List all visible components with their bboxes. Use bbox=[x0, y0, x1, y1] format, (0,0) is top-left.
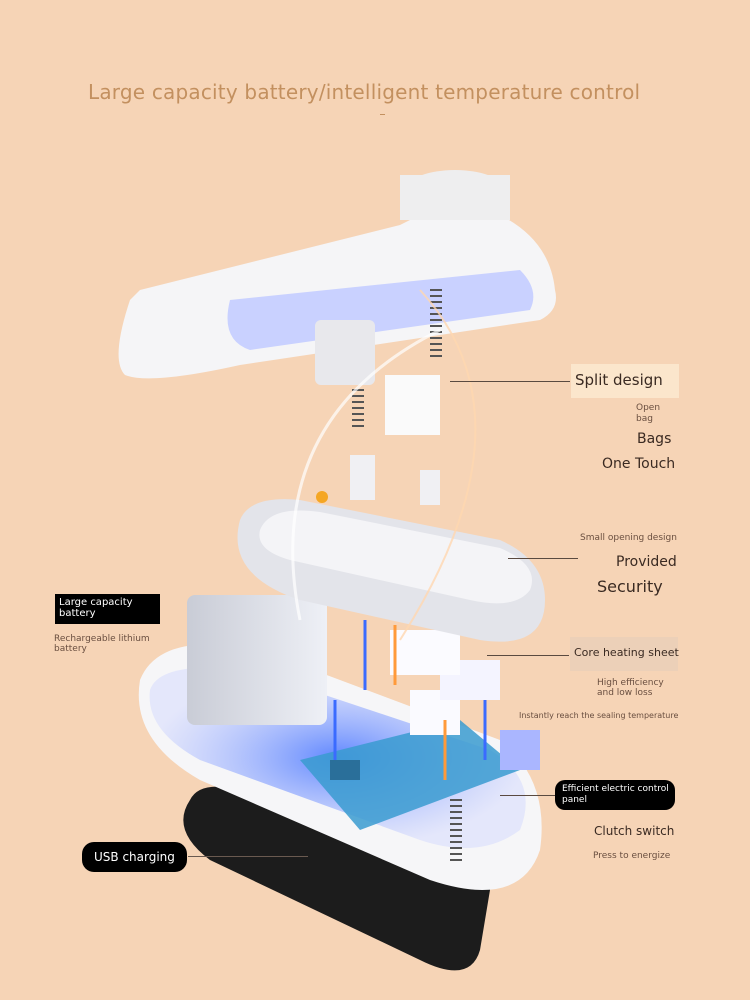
battery bbox=[187, 595, 327, 725]
callout-provided: Provided bbox=[616, 554, 677, 570]
spring bbox=[352, 389, 364, 427]
callout-split-sub1: Open bbox=[636, 403, 661, 413]
callout-heating-sub2: and low loss bbox=[597, 688, 653, 698]
callout-split-sub2: bag bbox=[636, 414, 653, 424]
callout-battery-line2: battery bbox=[59, 608, 96, 619]
callout-clutch-switch: Clutch switch bbox=[594, 824, 675, 838]
callout-security: Security bbox=[597, 577, 663, 596]
leader-line bbox=[508, 558, 578, 559]
callout-battery-sub1: Rechargeable lithium bbox=[54, 634, 150, 644]
callout-usb-charging: USB charging bbox=[82, 842, 187, 872]
callout-heating-sub: High efficiency and low loss bbox=[597, 678, 664, 698]
callout-battery-sub: Rechargeable lithium battery bbox=[54, 634, 150, 654]
base-pad bbox=[183, 786, 491, 971]
callout-panel-line1: Efficient electric control bbox=[562, 784, 669, 794]
callout-battery-sub2: battery bbox=[54, 644, 87, 654]
callout-panel-line2: panel bbox=[562, 795, 587, 805]
leader-line bbox=[487, 655, 569, 656]
callout-heating-sub1: High efficiency bbox=[597, 678, 664, 688]
callout-one-touch: One Touch bbox=[602, 456, 676, 472]
callout-heating-sub3: Instantly reach the sealing temperature bbox=[519, 711, 679, 720]
leader-line bbox=[500, 795, 555, 796]
leader-line bbox=[188, 856, 308, 857]
callout-control-panel: Efficient electric control panel bbox=[555, 780, 675, 810]
callout-clutch-sub: Press to energize bbox=[593, 851, 671, 861]
callout-heating-sheet: Core heating sheet bbox=[570, 637, 679, 671]
callout-battery-line1: Large capacity bbox=[59, 597, 133, 608]
callout-split-design: Split design bbox=[571, 364, 679, 398]
headline: Large capacity battery/intelligent tempe… bbox=[88, 80, 641, 104]
leader-line bbox=[450, 381, 570, 382]
control-board bbox=[300, 720, 520, 830]
callout-opening-sub: Small opening design bbox=[580, 533, 677, 543]
callout-bags: Bags bbox=[637, 431, 672, 447]
callout-battery: Large capacity battery bbox=[55, 594, 160, 624]
divider bbox=[380, 114, 385, 115]
